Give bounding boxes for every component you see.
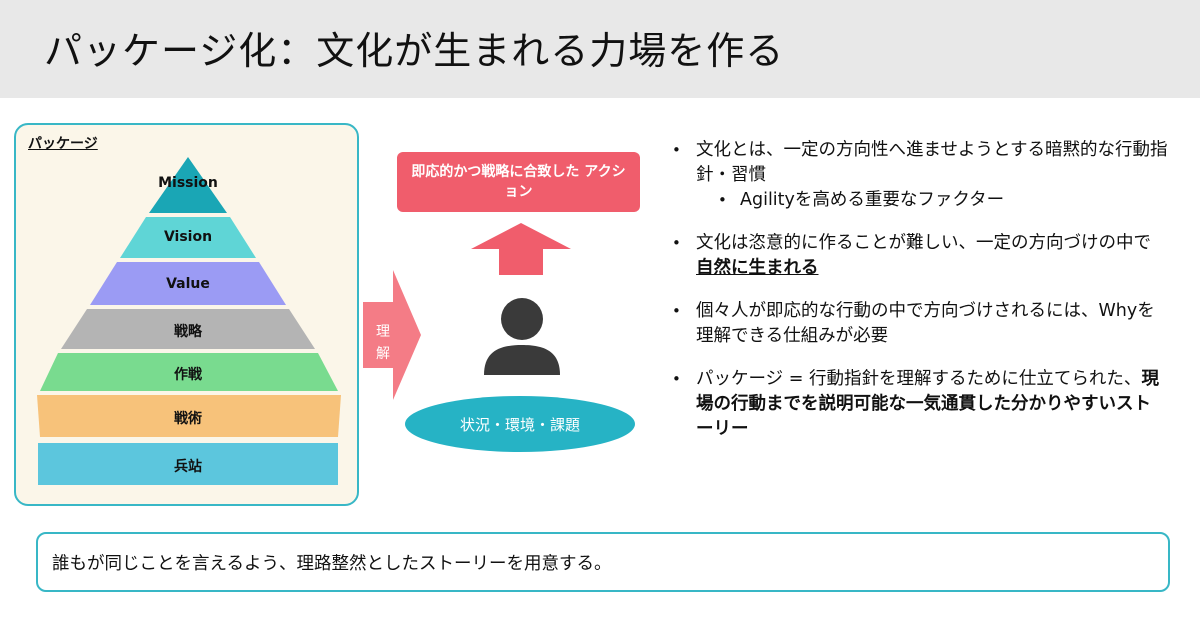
pyramid-level-vision: [120, 217, 256, 258]
bullet-list: 文化とは、一定の方向性へ進ませようとする暗黙的な行動指針・習慣 Agilityを…: [668, 138, 1168, 460]
package-pyramid-panel: パッケージ Mission Vision Value 戦略 作戦 戦術 兵站: [14, 123, 359, 506]
bullet-culture-natural: 文化は恣意的に作ることが難しい、一定の方向づけの中で自然に生まれる: [668, 231, 1168, 281]
pyramid-level-operation: [40, 353, 338, 391]
summary-box: 誰もが同じことを言えるよう、理路整然としたストーリーを用意する。: [36, 532, 1170, 592]
understand-label-1: 理: [376, 324, 390, 340]
pyramid-level-tactics: [37, 395, 341, 437]
understand-arrow-icon: [363, 270, 421, 400]
pyramid-label-tactics: 戦術: [174, 411, 202, 427]
bullet-why-mechanism: 個々人が即応的な行動の中で方向づけされるには、Whyを理解できる仕組みが必要: [668, 299, 1168, 349]
package-label: パッケージ: [28, 136, 98, 152]
pyramid-diagram: [37, 157, 341, 485]
pyramid-level-mission: [149, 157, 227, 213]
pyramid-level-value: [90, 262, 286, 305]
emphasis-story: 現場の行動までを説明可能な一気通貫した分かりやすいストーリー: [696, 369, 1159, 439]
understand-label-2: 解: [376, 346, 390, 362]
person-icon: [484, 298, 560, 375]
bullet-culture-definition: 文化とは、一定の方向性へ進ませようとする暗黙的な行動指針・習慣 Agilityを…: [668, 138, 1168, 213]
pyramid-label-logistics: 兵站: [174, 459, 202, 475]
slide-title: パッケージ化：文化が生まれる力場を作る: [44, 29, 785, 73]
slide-header: パッケージ化：文化が生まれる力場を作る: [0, 0, 1200, 98]
action-box: 即応的かつ戦略に合致した アクション: [397, 152, 640, 212]
pyramid-label-operation: 作戦: [174, 367, 202, 383]
pyramid-label-value: Value: [166, 276, 210, 292]
pyramid-label-strategy: 戦略: [174, 324, 202, 340]
pyramid-label-vision: Vision: [163, 229, 213, 245]
pyramid-label-mission: Mission: [158, 175, 218, 191]
pyramid-level-logistics: [38, 443, 338, 485]
pyramid-level-strategy: [61, 309, 315, 349]
bullet-package-definition: パッケージ = 行動指針を理解するために仕立てられた、現場の行動までを説明可能な…: [668, 367, 1168, 442]
up-arrow-icon: [471, 223, 571, 275]
sub-bullet-agility: Agilityを高める重要なファクター: [696, 188, 1168, 213]
context-ellipse: 状況・環境・課題: [405, 396, 635, 452]
emphasis-natural: 自然に生まれる: [696, 258, 819, 278]
